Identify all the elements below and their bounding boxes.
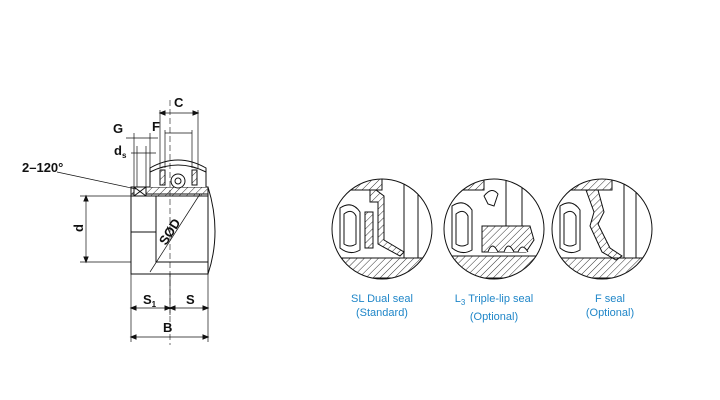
bearing-section [56,100,216,345]
caption-name: F seal [595,293,625,305]
sphere-arc [207,186,216,275]
caption-note: (Optional) [585,307,635,319]
caption-note: (Optional) [469,311,519,324]
sphere-diameter-label: SØD [156,216,184,248]
caption-l3-triple-lip-seal: L3 Triple-lip seal (Optional) [429,292,559,324]
caption-name: L3 Triple-lip seal [454,293,534,308]
collar [130,195,157,233]
caption-f-seal: F seal (Optional) [545,292,675,320]
seal-detail-f [551,178,653,280]
caption-sl-dual-seal: SL Dual seal (Standard) [317,292,447,320]
seal-right [191,169,198,186]
s-label: S [186,292,195,307]
c-label: C [174,95,184,110]
seal-detail-l3 [443,178,545,280]
caption-note: (Standard) [356,307,408,319]
caption-name: SL Dual seal [351,293,413,305]
angle-label: 2–120° [22,160,63,175]
f-label: F [152,119,160,134]
ball [170,173,186,189]
g-label: G [113,121,123,136]
bore-d-label: d [71,224,86,232]
b-label: B [163,320,172,335]
seal-left [159,169,166,186]
s1-label: S1 [143,292,157,309]
ds-label: ds [114,143,127,160]
seal-detail-sl [331,178,433,280]
